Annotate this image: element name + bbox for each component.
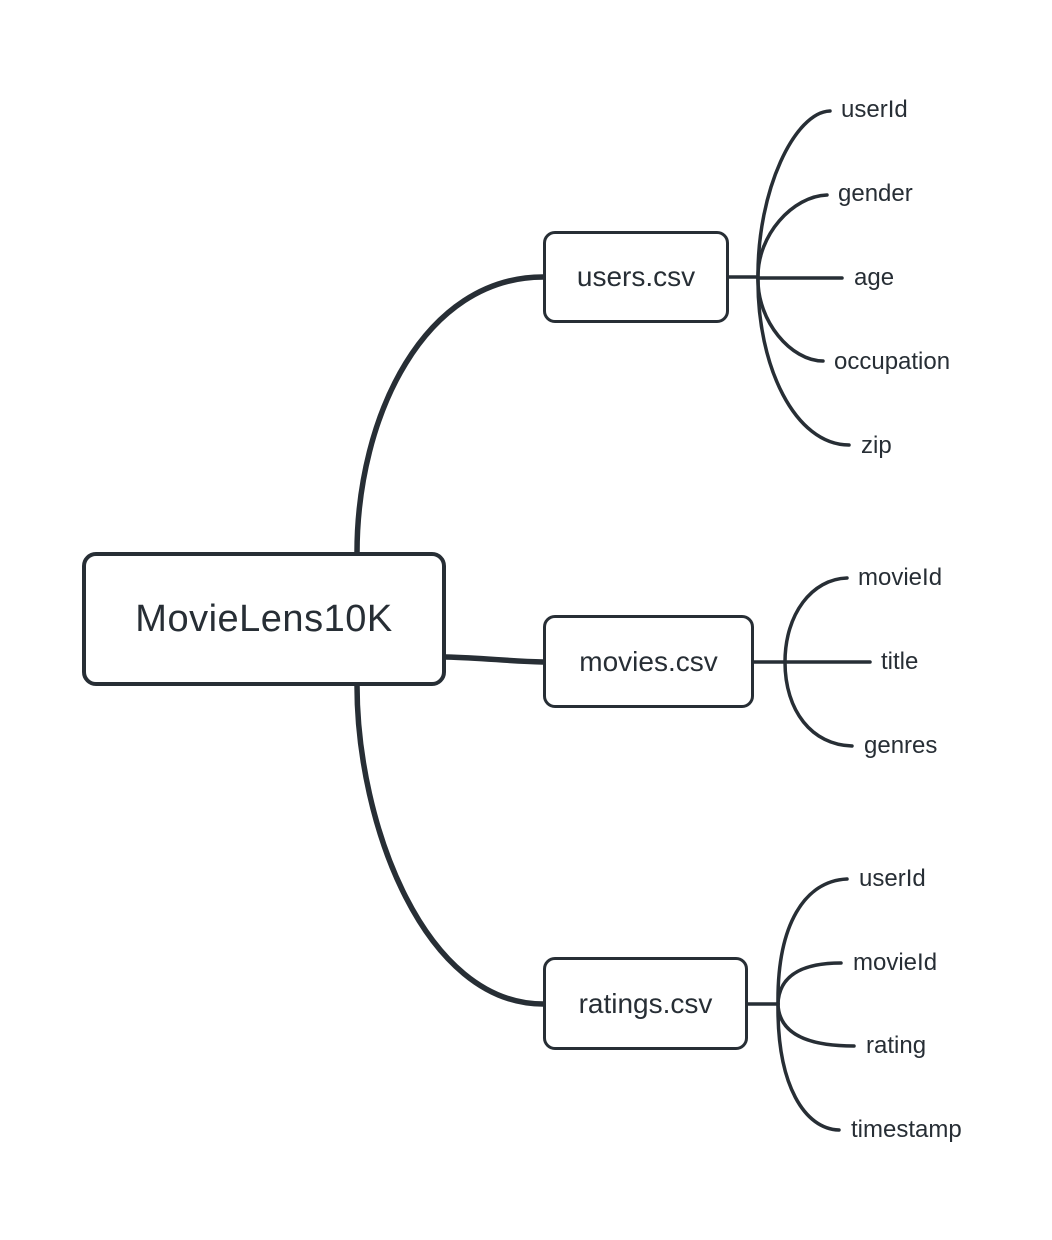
leaf-ratings-movieid: movieId xyxy=(853,949,938,976)
leaf-ratings-rating: rating xyxy=(866,1032,927,1059)
node-root: MovieLens10K xyxy=(82,552,446,686)
node-movies-csv-label: movies.csv xyxy=(579,645,718,677)
node-root-label: MovieLens10K xyxy=(135,597,393,640)
branch-ratings-rating xyxy=(776,1002,856,1048)
branch-ratings-timestamp xyxy=(776,1002,841,1132)
node-ratings-csv-label: ratings.csv xyxy=(578,987,713,1019)
leaf-movies-movieid: movieId xyxy=(858,564,943,591)
branch-ratings-movieid xyxy=(776,961,843,1006)
leaf-users-age: age xyxy=(854,264,895,291)
branch-users-userid xyxy=(756,109,832,280)
branch-movies-genres xyxy=(783,660,854,748)
leaf-users-gender: gender xyxy=(838,180,913,207)
leaf-users-userid: userId xyxy=(841,96,908,123)
node-users-csv: users.csv xyxy=(543,231,729,323)
leaf-movies-title: title xyxy=(881,648,919,675)
branch-ratings-userid xyxy=(776,877,849,1006)
branch-users-zip xyxy=(756,276,851,447)
leaf-ratings-timestamp: timestamp xyxy=(851,1116,962,1143)
leaf-movies-genres: genres xyxy=(864,732,938,759)
node-ratings-csv: ratings.csv xyxy=(543,957,748,1050)
branch-movies-movieid xyxy=(783,576,849,664)
branch-root-ratings xyxy=(354,682,546,1007)
leaf-users-occupation: occupation xyxy=(834,348,951,375)
leaf-ratings-userid: userId xyxy=(859,865,926,892)
branch-root-users xyxy=(354,274,546,556)
branch-users-gender xyxy=(756,193,829,280)
node-movies-csv: movies.csv xyxy=(543,615,754,708)
branch-root-movies xyxy=(443,654,546,665)
leaf-users-zip: zip xyxy=(861,432,892,459)
node-users-csv-label: users.csv xyxy=(576,261,696,292)
branch-users-occupation xyxy=(756,276,825,363)
